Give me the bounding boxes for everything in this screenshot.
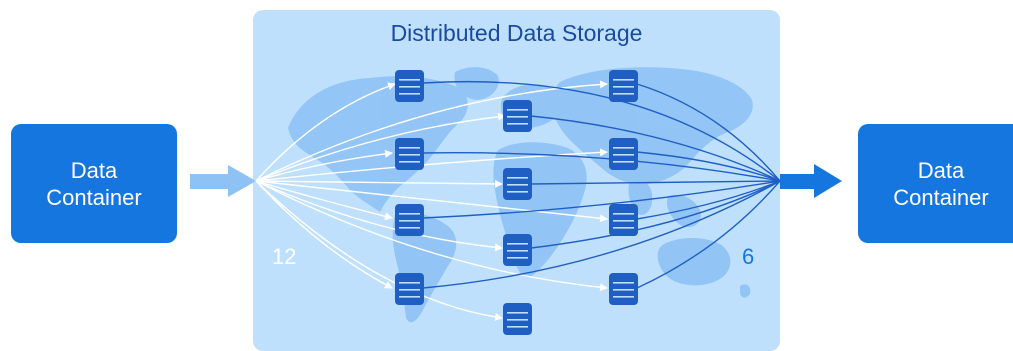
server-icon [395,70,424,102]
inbound-arrow [255,180,393,221]
outbound-arrow [636,151,781,182]
server-icon [395,138,424,170]
server-icon [503,303,532,335]
server-icon [503,100,532,132]
inbound-count: 12 [272,244,297,269]
outbound-arrow [422,180,781,219]
container-label-line1: Data [917,157,965,183]
target-data-container: Data Container [858,124,1013,243]
inbound-arrow [255,180,503,252]
outbound-arrow [636,83,781,182]
server-icon [609,204,638,236]
inbound-arrow [255,180,608,292]
server-icon [609,138,638,170]
server-icon [609,273,638,305]
container-label-line1: Data [70,157,118,183]
output-arrow [780,164,842,198]
inbound-arrow [255,82,396,182]
outbound-arrow [530,180,781,185]
server-icon [395,204,424,236]
inbound-arrow [255,180,503,321]
container-label-line2: Container [893,184,989,210]
outbound-arrow [422,180,781,289]
server-icon [503,234,532,266]
server-icon [395,273,424,305]
outbound-arrow [530,180,781,249]
source-data-container: Data Container [11,124,177,243]
outbound-arrow [636,180,781,220]
inbound-arrow [255,180,393,289]
server-icon [609,70,638,102]
inbound-arrow [255,148,608,182]
outbound-count: 6 [742,244,755,269]
server-group [395,70,638,335]
input-arrow [190,165,256,197]
outbound-arrow [530,115,781,182]
storage-title: Distributed Data Storage [390,20,643,46]
container-label-line2: Container [46,184,142,210]
inbound-arrow-group [255,80,608,321]
server-icon [503,168,532,200]
inbound-arrow [255,179,503,188]
inbound-arrow [255,112,506,182]
inbound-arrow [255,149,393,182]
outbound-arrow [422,152,781,182]
inbound-arrow [255,180,608,223]
outbound-arrow [636,180,781,289]
